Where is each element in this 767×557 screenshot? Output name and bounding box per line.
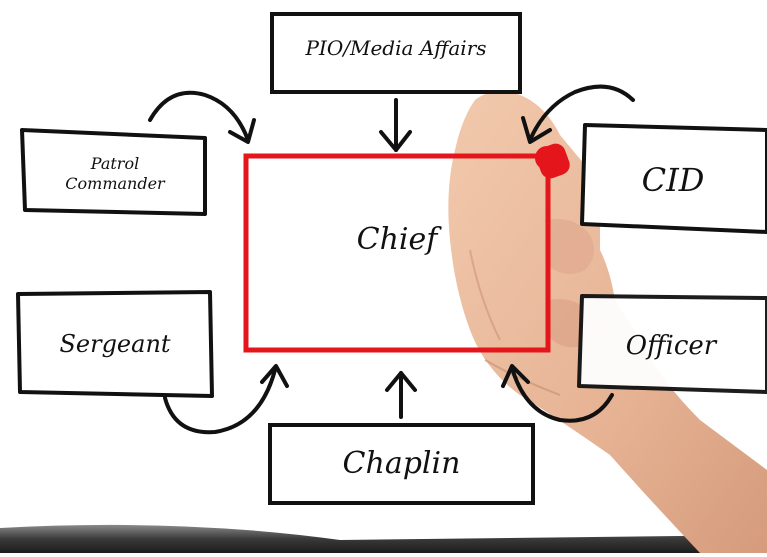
arrow-patrol-to-chief	[148, 90, 256, 144]
pio-box	[270, 12, 522, 94]
chief-label: Chief	[356, 222, 438, 258]
chief-box	[243, 153, 551, 353]
arrow-cid-to-chief	[521, 84, 635, 144]
arrow-chaplin-to-chief	[385, 371, 417, 419]
officer-box	[577, 294, 767, 394]
patrol-box	[20, 128, 207, 216]
patrol-commander-label: Patrol Commander	[65, 154, 165, 193]
cid-box	[580, 123, 767, 234]
arrow-sergeant-to-chief	[163, 364, 289, 435]
chaplin-box	[268, 423, 535, 505]
pio-label: PIO/Media Affairs	[305, 35, 487, 60]
sergeant-box	[16, 290, 214, 398]
sergeant-label: Sergeant	[59, 330, 171, 358]
chaplin-label: Chaplin	[342, 446, 461, 482]
arrow-officer-to-chief	[501, 364, 614, 423]
arrow-pio-to-chief	[379, 98, 412, 152]
officer-label: Officer	[625, 330, 717, 361]
cid-label: CID	[641, 161, 705, 199]
bottom-shadow	[0, 524, 767, 553]
